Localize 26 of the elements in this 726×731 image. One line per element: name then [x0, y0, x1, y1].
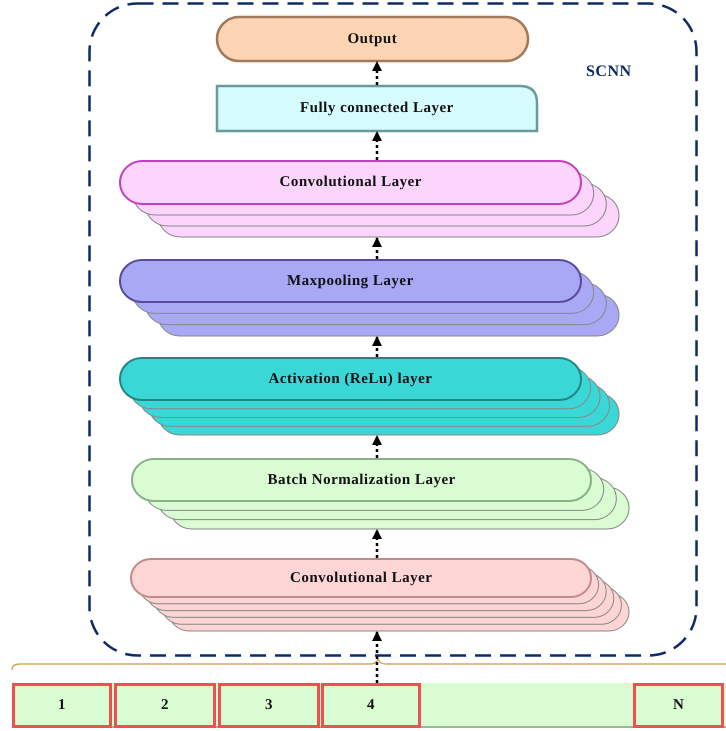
- sequence-segment: [114, 683, 216, 728]
- arrow: [372, 131, 382, 160]
- layer-label: Fully connected Layer: [300, 100, 454, 117]
- arrow: [372, 631, 382, 683]
- layer-label: Output: [348, 30, 398, 48]
- group-title: SCNN: [586, 63, 632, 81]
- arrow: [372, 237, 382, 259]
- sequence-segment: [218, 683, 320, 728]
- segment-number: N: [673, 697, 684, 714]
- segment-number: 2: [161, 697, 169, 714]
- segment-number: 1: [58, 697, 66, 714]
- segment-number: 4: [367, 697, 375, 714]
- layer-label: Activation (ReLu) layer: [268, 370, 432, 388]
- arrow: [372, 435, 382, 458]
- arrow: [372, 61, 382, 85]
- sequence-segment: [633, 683, 724, 728]
- layer-label: Maxpooling Layer: [287, 272, 414, 290]
- layer-label: Convolutional Layer: [280, 174, 422, 191]
- layer-label: Convolutional Layer: [290, 570, 432, 586]
- arrow: [372, 529, 382, 558]
- layer-label: Batch Normalization Layer: [268, 472, 456, 488]
- input-sequence-bar: [12, 683, 726, 728]
- sequence-segment: [321, 683, 421, 728]
- sequence-segment: [12, 683, 112, 728]
- arrow: [372, 336, 382, 357]
- segment-number: 3: [265, 697, 273, 714]
